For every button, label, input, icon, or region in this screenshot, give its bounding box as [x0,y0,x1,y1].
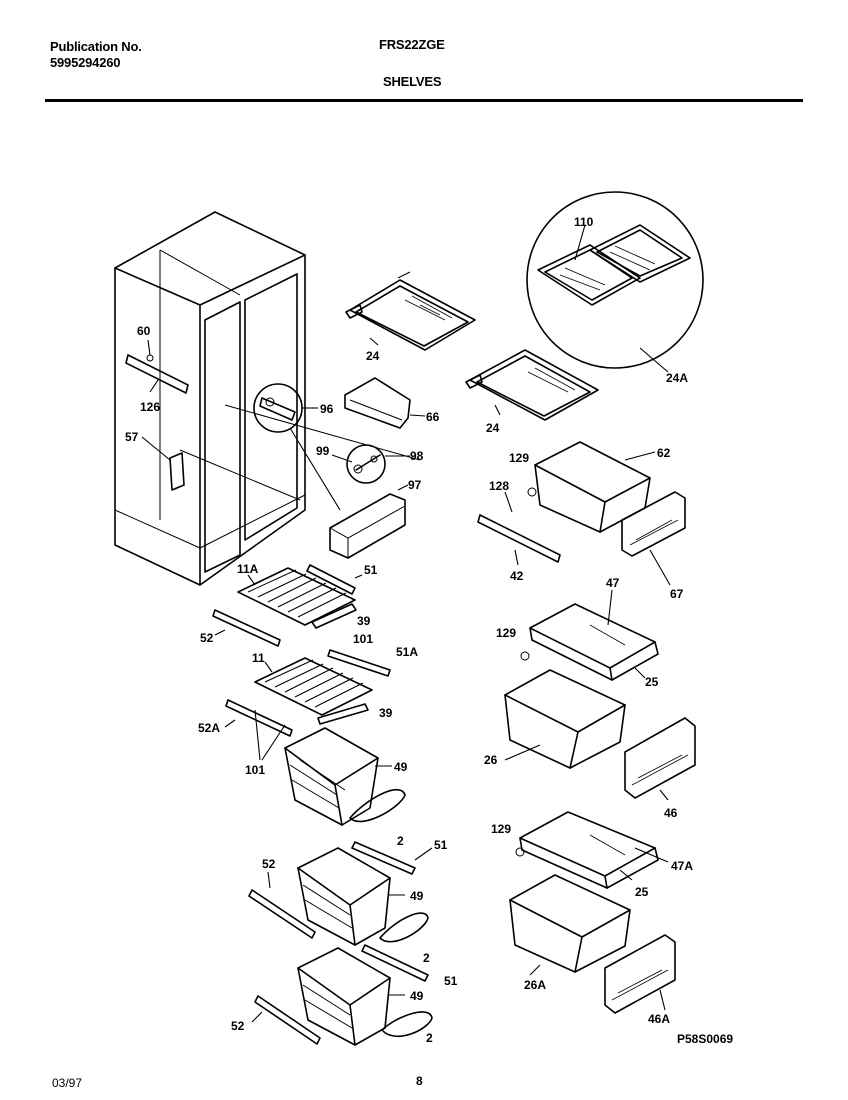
callout-46A: 46A [648,1012,670,1026]
callout-97: 97 [408,478,422,492]
callout-129-a: 129 [509,451,529,465]
part-126-bracket [125,339,189,394]
part-47-shelf [520,589,659,681]
callout-11: 11 [252,651,265,665]
part-67-cover [621,491,686,586]
callout-49-a: 49 [394,760,408,774]
detail-99-98 [331,444,410,484]
part-24-top-shelf [345,271,476,351]
callout-26A: 26A [524,978,546,992]
callout-67: 67 [670,587,684,601]
callout-11A: 11A [237,562,259,576]
callout-24A: 24A [666,371,688,385]
callout-66: 66 [426,410,440,424]
callout-39-b: 39 [379,706,393,720]
part-51-lower-strips [351,841,433,982]
part-42-rail [477,491,561,566]
callout-51-c: 51 [444,974,458,988]
callout-51-a: 51 [364,563,378,577]
callout-52-a: 52 [200,631,214,645]
part-52A-bracket [224,699,293,761]
header-rule [45,99,803,102]
page-number: 8 [416,1074,423,1088]
callout-labels: 24 24 24A 110 60 126 96 66 57 99 98 97 1… [125,215,693,1045]
callout-39-a: 39 [357,614,371,628]
part-11-shelf [254,657,373,716]
callout-60: 60 [137,324,151,338]
callout-51-b: 51 [434,838,448,852]
detail-96 [253,383,341,511]
part-26-drawer [504,669,626,769]
callout-52A: 52A [198,721,220,735]
callout-52-c: 52 [231,1019,245,1033]
part-97-housing [329,484,409,559]
callout-25-b: 25 [635,885,649,899]
callout-96: 96 [320,402,334,416]
callout-98: 98 [410,449,424,463]
callout-128: 128 [489,479,509,493]
callout-101-b: 101 [245,763,265,777]
part-46A-cover [604,934,676,1014]
part-2-handles [349,788,433,1038]
callout-2-c: 2 [426,1031,433,1045]
part-11A-shelf [237,567,356,626]
section-title: SHELVES [383,74,442,89]
callout-42: 42 [510,569,524,583]
callout-110: 110 [574,215,594,229]
part-62-pan [527,441,656,533]
callout-24-mid: 24 [486,421,500,435]
drawing-code: P58S0069 [677,1032,734,1046]
callout-52-b: 52 [262,857,276,871]
part-52-bracket [212,609,281,647]
detail-24A-110 [526,191,704,373]
callout-99: 99 [316,444,330,458]
footer-date: 03/97 [52,1076,83,1090]
part-24-mid-shelf [465,349,599,421]
callout-47: 47 [606,576,620,590]
publication-number: 5995294260 [50,55,121,70]
callout-26: 26 [484,753,498,767]
callout-126: 126 [140,400,160,414]
part-47A-shelf [515,811,669,889]
cabinet-drawing [114,211,421,586]
callout-51A: 51A [396,645,418,659]
callout-47A: 47A [671,859,693,873]
callout-25-a: 25 [645,675,659,689]
publication-label: Publication No. [50,39,142,54]
callout-49-b: 49 [410,889,424,903]
part-51-strips [306,564,391,725]
callout-62: 62 [657,446,671,460]
part-66-channel [344,377,426,429]
part-49-baskets [284,727,405,1046]
callout-129-c: 129 [491,822,511,836]
callout-46: 46 [664,806,678,820]
callout-24-top: 24 [366,349,380,363]
part-46-cover [624,717,696,801]
part-52-lower-brackets [248,871,321,1045]
model-number: FRS22ZGE [379,37,445,52]
callout-57: 57 [125,430,139,444]
callout-101-a: 101 [353,632,373,646]
callout-49-c: 49 [410,989,424,1003]
callout-2-a: 2 [397,834,404,848]
part-57 [141,436,185,491]
callout-129-b: 129 [496,626,516,640]
part-26A-drawer [509,874,631,976]
callout-2-b: 2 [423,951,430,965]
